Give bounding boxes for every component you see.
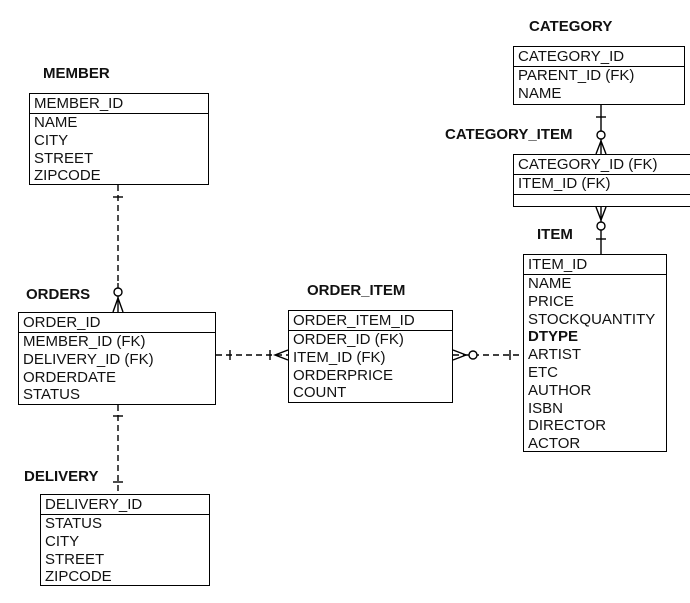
item-attr: ARTIST	[528, 346, 582, 364]
orders-attr: STATUS	[23, 386, 80, 404]
category-item-to-item-connector	[595, 206, 607, 254]
item-attr-discriminator: DTYPE	[528, 328, 579, 346]
item-attr: ACTOR	[528, 435, 581, 453]
item-pk: ITEM_ID	[524, 255, 666, 275]
orders-attr: DELIVERY_ID (FK)	[23, 350, 154, 368]
member-attr: CITY	[34, 131, 69, 149]
item-title: ITEM	[537, 226, 573, 243]
item-attr: DIRECTOR	[528, 417, 607, 435]
item-attr: NAME	[528, 275, 572, 292]
orders-entity: ORDER_ID MEMBER_ID (FK) DELIVERY_ID (FK)…	[18, 312, 216, 405]
member-pk: MEMBER_ID	[30, 94, 208, 114]
order-item-attr: ITEM_ID (FK)	[293, 348, 386, 366]
item-attr: ETC	[528, 363, 558, 381]
order-item-attr: ORDER_ID (FK)	[293, 331, 404, 348]
member-title: MEMBER	[43, 65, 110, 82]
delivery-attr: CITY	[45, 532, 80, 550]
orders-to-order-item-connector	[216, 349, 289, 361]
order-item-pk: ORDER_ITEM_ID	[289, 311, 452, 331]
category-attr: PARENT_ID (FK)	[518, 67, 635, 84]
member-entity: MEMBER_ID NAME CITY STREET ZIPCODE	[29, 93, 209, 185]
category-entity: CATEGORY_ID PARENT_ID (FK) NAME	[513, 46, 685, 105]
member-attr: STREET	[34, 149, 94, 167]
category-item-pk: CATEGORY_ID (FK)	[514, 155, 690, 175]
delivery-attr: ZIPCODE	[45, 568, 112, 586]
orders-attr: MEMBER_ID (FK)	[23, 333, 146, 350]
item-attr: PRICE	[528, 292, 574, 310]
category-attr: NAME	[518, 84, 562, 102]
item-attr: AUTHOR	[528, 381, 592, 399]
delivery-title: DELIVERY	[24, 468, 99, 485]
member-attr: NAME	[34, 114, 78, 131]
category-item-entity: CATEGORY_ID (FK) ITEM_ID (FK)	[513, 154, 690, 207]
delivery-entity: DELIVERY_ID STATUS CITY STREET ZIPCODE	[40, 494, 210, 586]
category-to-category-item-connector	[595, 105, 607, 155]
delivery-attr: STATUS	[45, 515, 102, 532]
order-item-title: ORDER_ITEM	[307, 282, 406, 299]
category-title: CATEGORY	[529, 18, 613, 35]
item-entity: ITEM_ID NAME PRICE STOCKQUANTITY DTYPE A…	[523, 254, 667, 452]
order-item-entity: ORDER_ITEM_ID ORDER_ID (FK) ITEM_ID (FK)…	[288, 310, 453, 403]
orders-title: ORDERS	[26, 286, 91, 303]
delivery-pk: DELIVERY_ID	[41, 495, 209, 515]
order-item-to-item-connector	[452, 349, 523, 361]
item-attr: STOCKQUANTITY	[528, 310, 656, 328]
category-item-attr: ITEM_ID (FK)	[518, 175, 611, 192]
category-item-title: CATEGORY_ITEM	[445, 126, 573, 143]
orders-to-delivery-connector	[113, 405, 123, 494]
category-pk: CATEGORY_ID	[514, 47, 684, 67]
delivery-attr: STREET	[45, 550, 105, 568]
order-item-attr: ORDERPRICE	[293, 366, 394, 384]
order-item-attr: COUNT	[293, 384, 347, 402]
member-attr: ZIPCODE	[34, 167, 101, 185]
orders-attr: ORDERDATE	[23, 368, 117, 386]
member-to-orders-connector	[112, 185, 124, 313]
orders-pk: ORDER_ID	[19, 313, 215, 333]
item-attr: ISBN	[528, 399, 564, 417]
